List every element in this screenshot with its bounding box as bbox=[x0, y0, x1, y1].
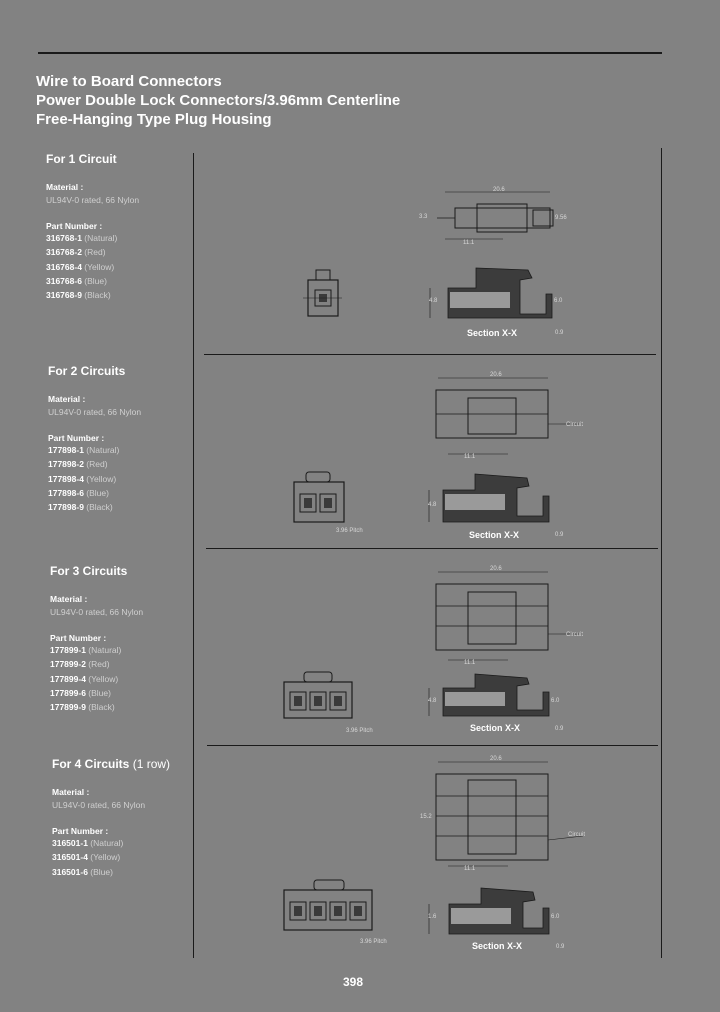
section-view-drawing: 1.6 6.0 bbox=[425, 884, 565, 938]
pitch-label: 3.96 Pitch bbox=[360, 939, 387, 945]
part-number-label: Part Number : bbox=[50, 633, 107, 643]
circuit-label: Circuit bbox=[568, 832, 585, 838]
part-number-item: 316768-1 (Natural) bbox=[46, 233, 118, 243]
section-heading: For 3 Circuits bbox=[50, 564, 128, 578]
page-number: 398 bbox=[343, 975, 364, 989]
dim-width: 11.1 bbox=[463, 240, 475, 246]
dim-length: 20.6 bbox=[490, 372, 502, 378]
section-3-circuits: For 3 Circuits Material : UL94V-0 rated,… bbox=[50, 564, 210, 714]
front-view-drawing bbox=[288, 470, 348, 528]
top-view-drawing: 20.6 Circuit 11.1 bbox=[418, 562, 608, 666]
dim-c: 6.0 bbox=[551, 698, 560, 704]
page-title: Wire to Board Connectors Power Double Lo… bbox=[36, 72, 400, 129]
part-number-item: 177898-2 (Red) bbox=[48, 459, 108, 470]
dim-d: 0.9 bbox=[555, 726, 564, 732]
part-number-item: 177899-1 (Natural) bbox=[50, 645, 122, 655]
part-number-label: Part Number : bbox=[48, 433, 105, 443]
front-view-drawing bbox=[278, 670, 358, 726]
section-view-drawing: 4.8 6.0 bbox=[428, 264, 568, 326]
section-view-drawing: 4.8 6.0 bbox=[425, 670, 565, 720]
dim-b: 4.8 bbox=[428, 502, 437, 508]
material-label: Material : bbox=[52, 787, 90, 797]
pitch-label: 3.96 Pitch bbox=[336, 528, 363, 534]
part-number-list: 316501-1 (Natural) 316501-4 (Yellow) 316… bbox=[52, 836, 212, 879]
material-value: UL94V-0 rated, 66 Nylon bbox=[52, 800, 146, 810]
part-number-label: Part Number : bbox=[46, 221, 103, 231]
dim-width: 11.1 bbox=[464, 660, 476, 666]
material-value: UL94V-0 rated, 66 Nylon bbox=[48, 407, 142, 417]
part-number-item: 316501-1 (Natural) bbox=[52, 838, 124, 848]
material-label: Material : bbox=[48, 394, 86, 404]
section-caption: Section X-X bbox=[470, 723, 521, 733]
dim-d: 0.9 bbox=[555, 532, 564, 538]
part-number-list: 316768-1 (Natural) 316768-2 (Red) 316768… bbox=[46, 231, 206, 302]
part-number-item: 177898-1 (Natural) bbox=[48, 445, 120, 455]
section-caption: Section X-X bbox=[472, 941, 523, 951]
part-number-item: 316768-4 (Yellow) bbox=[46, 261, 115, 272]
part-number-item: 177899-9 (Black) bbox=[50, 702, 115, 713]
title-line-3: Free-Hanging Type Plug Housing bbox=[36, 111, 272, 128]
top-view-drawing: 20.6 15.2 Circuit 11.1 bbox=[418, 752, 608, 872]
dim-c: 6.0 bbox=[551, 914, 560, 920]
part-number-list: 177898-1 (Natural) 177898-2 (Red) 177898… bbox=[48, 443, 208, 514]
right-column-rule bbox=[661, 148, 662, 958]
dim-c: 6.0 bbox=[554, 298, 563, 304]
section-view-drawing: 4.8 bbox=[425, 470, 565, 528]
dim-b: 4.8 bbox=[429, 298, 438, 304]
dim-width: 11.1 bbox=[464, 454, 476, 460]
section-caption: Section X-X bbox=[469, 530, 520, 540]
section-2-circuits: For 2 Circuits Material : UL94V-0 rated,… bbox=[48, 364, 208, 514]
part-number-item: 177899-4 (Yellow) bbox=[50, 673, 119, 684]
section-heading: For 1 Circuit bbox=[46, 152, 117, 166]
section-divider bbox=[204, 354, 656, 355]
top-view-drawing: 20.6 Circuit 11.1 bbox=[418, 368, 608, 460]
part-number-item: 316501-6 (Blue) bbox=[52, 866, 113, 877]
material-value: UL94V-0 rated, 66 Nylon bbox=[50, 607, 144, 617]
section-caption: Section X-X bbox=[467, 328, 518, 338]
title-line-1: Wire to Board Connectors bbox=[36, 73, 222, 90]
dim-height: 15.2 bbox=[420, 814, 432, 820]
dim-b: 1.6 bbox=[428, 914, 437, 920]
section-1-circuit: For 1 Circuit Material : UL94V-0 rated, … bbox=[46, 152, 206, 302]
left-column-rule bbox=[193, 153, 194, 958]
part-number-list: 177899-1 (Natural) 177899-2 (Red) 177899… bbox=[50, 643, 210, 714]
circuit-label: Circuit bbox=[566, 632, 583, 638]
part-number-item: 177898-4 (Yellow) bbox=[48, 473, 117, 484]
top-view-drawing: 20.6 3.3 9.56 11.1 bbox=[415, 186, 585, 246]
dim-width: 11.1 bbox=[464, 866, 476, 872]
part-number-item: 177899-6 (Blue) bbox=[50, 687, 111, 698]
section-divider bbox=[207, 745, 658, 746]
dim-length: 20.6 bbox=[493, 187, 505, 193]
section-heading: For 4 Circuits (1 row) bbox=[52, 757, 171, 771]
front-view-drawing bbox=[300, 266, 345, 321]
part-number-item: 316501-4 (Yellow) bbox=[52, 852, 121, 863]
part-number-item: 177899-2 (Red) bbox=[50, 659, 110, 670]
section-heading: For 2 Circuits bbox=[48, 364, 126, 378]
dim-height: 9.56 bbox=[555, 215, 567, 221]
material-value: UL94V-0 rated, 66 Nylon bbox=[46, 195, 140, 205]
material-label: Material : bbox=[50, 594, 88, 604]
part-number-item: 177898-9 (Black) bbox=[48, 502, 113, 513]
dim-b: 4.8 bbox=[428, 698, 437, 704]
material-label: Material : bbox=[46, 182, 84, 192]
top-rule bbox=[38, 52, 662, 54]
pitch-label: 3.96 Pitch bbox=[346, 728, 373, 734]
dim-length: 20.6 bbox=[490, 566, 502, 572]
section-4-circuits: For 4 Circuits (1 row) Material : UL94V-… bbox=[52, 757, 212, 879]
front-view-drawing bbox=[278, 878, 378, 936]
part-number-label: Part Number : bbox=[52, 826, 109, 836]
section-divider bbox=[206, 548, 658, 549]
dim-a: 3.3 bbox=[419, 214, 428, 220]
circuit-label: Circuit bbox=[566, 422, 583, 428]
dim-d: 0.9 bbox=[555, 330, 564, 336]
part-number-item: 316768-6 (Blue) bbox=[46, 275, 107, 286]
title-line-2: Power Double Lock Connectors/3.96mm Cent… bbox=[36, 92, 401, 109]
part-number-item: 316768-2 (Red) bbox=[46, 247, 106, 258]
dim-length: 20.6 bbox=[490, 756, 502, 762]
part-number-item: 177898-6 (Blue) bbox=[48, 487, 109, 498]
dim-d: 0.9 bbox=[556, 944, 565, 950]
part-number-item: 316768-9 (Black) bbox=[46, 290, 111, 301]
